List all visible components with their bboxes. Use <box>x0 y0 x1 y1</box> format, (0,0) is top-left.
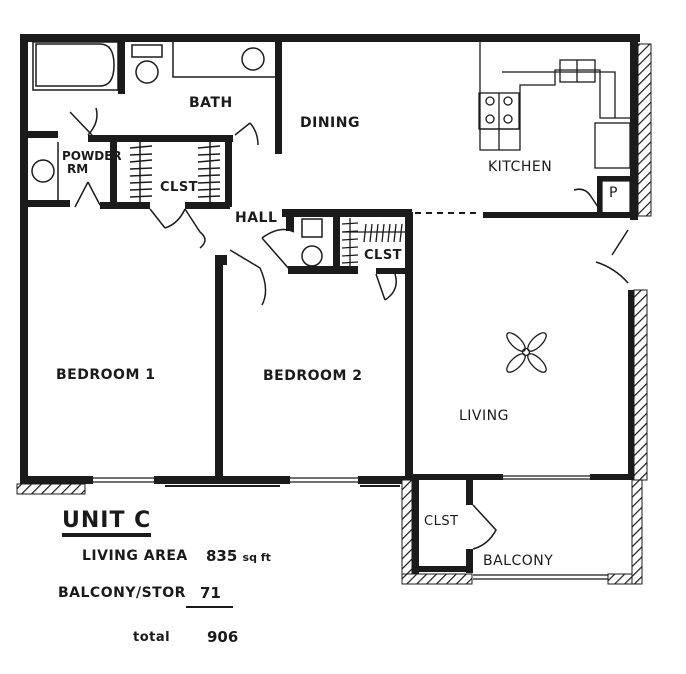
closet-rod-icon <box>129 142 221 203</box>
room-label-kitchen: KITCHEN <box>488 159 553 175</box>
room-label-dining: DINING <box>300 115 360 131</box>
closet2-rod-icon <box>341 218 410 268</box>
room-label-bath: BATH <box>189 95 233 111</box>
room-label-closet-2: CLST <box>364 248 403 263</box>
room-label-closet-1: CLST <box>160 180 199 195</box>
exterior-hatch-bottom <box>16 483 86 495</box>
room-label-hall: HALL <box>235 210 278 226</box>
total-value: 906 <box>207 628 239 646</box>
pantry-outline <box>601 180 631 216</box>
toilet-icon <box>131 44 163 84</box>
ceiling-fan-icon <box>506 332 547 373</box>
exterior-hatch-kitchen <box>637 43 652 217</box>
living-area-number: 835 <box>206 547 238 565</box>
room-label-bedroom-1: BEDROOM 1 <box>56 367 156 383</box>
balcony-stor-label: BALCONY/STOR <box>58 585 186 601</box>
door-swings <box>69 107 629 550</box>
room-label-bedroom-2: BEDROOM 2 <box>263 368 363 384</box>
exterior-walls <box>20 34 640 486</box>
total-label: total <box>133 630 171 645</box>
hall-bath-fixtures-icon <box>301 218 323 267</box>
room-label-balcony: BALCONY <box>483 553 554 569</box>
interior-walls <box>28 42 634 575</box>
living-area-label: LIVING AREA <box>82 548 188 564</box>
balcony-hatch-right <box>631 479 643 585</box>
room-label-living: LIVING <box>459 408 509 424</box>
powder-rm-line1: POWDER <box>62 149 122 163</box>
room-label-powder-rm: POWDER RM <box>62 150 122 176</box>
bathtub-icon <box>32 41 119 91</box>
room-label-pantry: P <box>609 185 618 201</box>
exterior-hatch-living <box>633 289 648 481</box>
powder-toilet-icon <box>31 142 59 200</box>
room-label-balcony-closet: CLST <box>424 514 459 529</box>
living-area-unit: sq ft <box>242 551 271 564</box>
windows <box>93 475 608 580</box>
balcony-stor-value: 71 <box>186 584 233 608</box>
unit-title: UNIT C <box>62 510 152 537</box>
balcony-hatch-left <box>401 479 413 585</box>
kitchen-counters-icon <box>478 42 631 169</box>
vanity-sink-icon <box>172 42 275 78</box>
living-area-value: 835 sq ft <box>206 547 271 565</box>
powder-rm-line2: RM <box>67 162 89 176</box>
